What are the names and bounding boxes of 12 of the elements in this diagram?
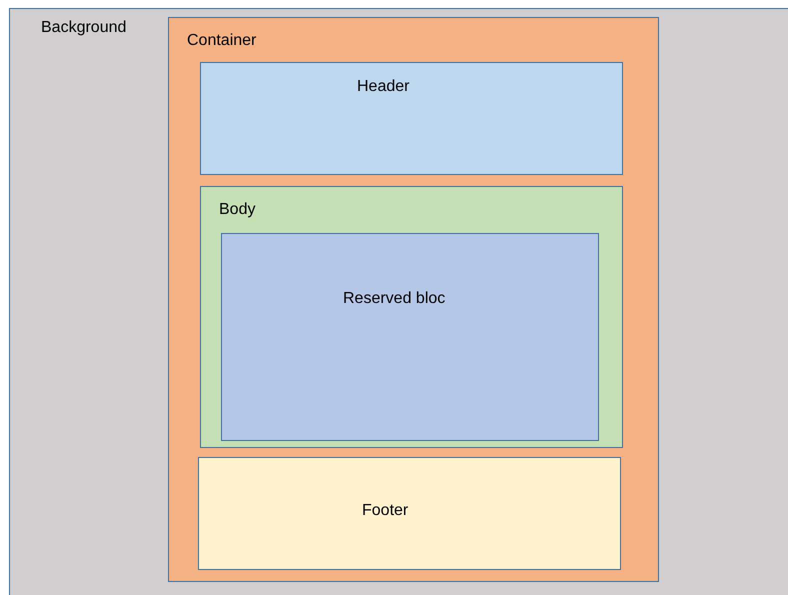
background-panel xyxy=(9,8,788,595)
body-box xyxy=(200,186,623,448)
box-title: Header xyxy=(357,77,410,97)
reserved-block-box xyxy=(221,233,599,441)
header-box xyxy=(200,62,623,175)
footer-box xyxy=(198,457,621,570)
box-title: Body xyxy=(219,200,256,220)
box-title: Background xyxy=(41,18,126,38)
box-title: Reserved bloc xyxy=(343,289,446,309)
box-title: Footer xyxy=(362,501,408,521)
container-box xyxy=(168,17,659,582)
box-title: Container xyxy=(187,31,256,51)
